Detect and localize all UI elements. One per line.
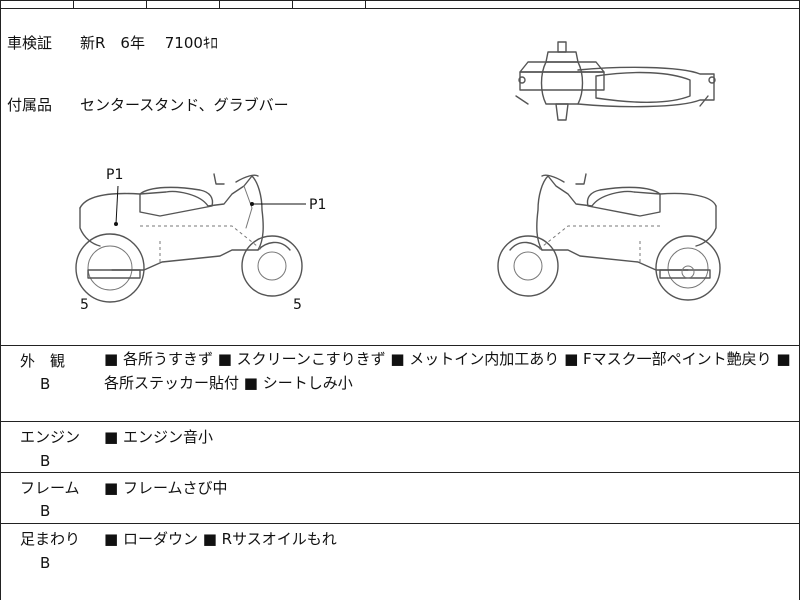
- inspection-notes-suspension: ■ ローダウン ■ Rサスオイルもれ: [104, 530, 337, 548]
- inspection-label-frame: フレーム: [20, 479, 80, 497]
- inspection-label-engine: エンジン: [20, 428, 81, 446]
- p1-left-leader: [115, 185, 119, 225]
- header-divider: [73, 0, 74, 8]
- inspection-notes-frame: ■ フレームさび中: [104, 479, 228, 497]
- registration-value: 新R 6年 7100ｷﾛ: [80, 34, 218, 52]
- row-divider: [0, 421, 800, 422]
- left-border: [0, 0, 1, 600]
- top-border: [0, 0, 800, 1]
- row-divider: [0, 523, 800, 524]
- section-divider: [0, 345, 800, 346]
- p1-left-dot: [114, 222, 118, 226]
- p1-left-mark: P1: [106, 167, 124, 183]
- inspection-grade-exterior: B: [40, 375, 51, 393]
- inspection-grade-engine: B: [40, 452, 51, 470]
- inspection-label-suspension: 足まわり: [20, 530, 81, 548]
- front-rating: 5: [293, 297, 302, 313]
- inspection-label-exterior: 外 観: [20, 352, 66, 370]
- header-divider: [365, 0, 366, 8]
- inspection-grade-suspension: B: [40, 554, 51, 572]
- accessories-value: センタースタンド、グラブバー: [80, 96, 289, 114]
- header-bottom-border: [0, 8, 800, 9]
- inspection-grade-frame: B: [40, 502, 51, 520]
- p1-right-mark: P1: [309, 197, 327, 213]
- inspection-notes-exterior: ■ 各所うすきず ■ スクリーンこすりきず ■ メットイン内加工あり ■ Fマス…: [104, 350, 791, 392]
- registration-label: 車検証: [7, 34, 53, 52]
- inspection-notes-engine: ■ エンジン音小: [104, 428, 213, 446]
- header-divider: [292, 0, 293, 8]
- row-divider: [0, 472, 800, 473]
- rear-rating: 5: [80, 297, 89, 313]
- accessories-label: 付属品: [7, 96, 53, 114]
- header-divider: [219, 0, 220, 8]
- header-divider: [146, 0, 147, 8]
